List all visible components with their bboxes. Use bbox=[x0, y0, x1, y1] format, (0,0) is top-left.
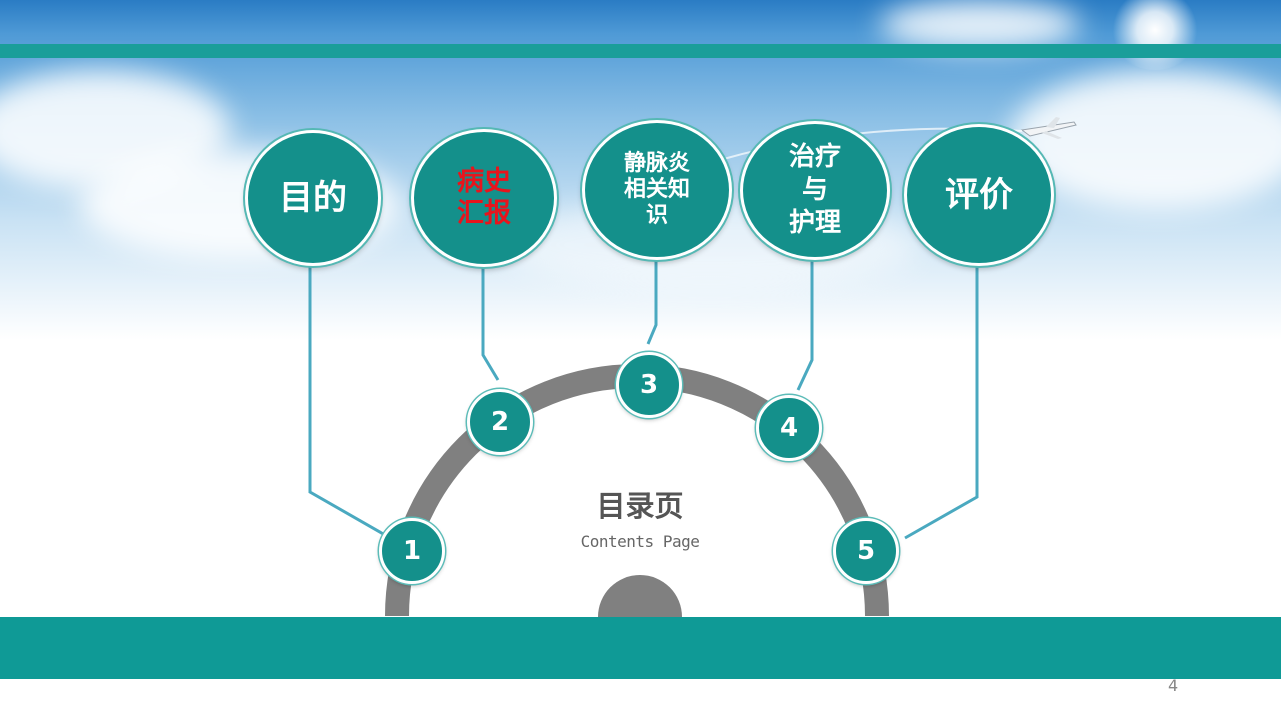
connector-line-5 bbox=[904, 263, 979, 540]
sun-glow-icon bbox=[1110, 0, 1200, 70]
topic-label-2: 病史 汇报 bbox=[457, 166, 511, 229]
page-title: 目录页 bbox=[596, 489, 684, 523]
step-node-1[interactable]: 1 bbox=[379, 518, 445, 584]
connector-line-3 bbox=[646, 257, 658, 345]
cloud bbox=[880, 0, 1080, 50]
page-subtitle: Contents Page bbox=[580, 532, 700, 551]
topic-bubble-1[interactable]: 目的 bbox=[245, 130, 381, 266]
connector-line-1 bbox=[308, 262, 386, 537]
connector-lines bbox=[308, 256, 979, 540]
topic-label-3: 静脉炎 相关知 识 bbox=[623, 151, 690, 228]
topic-label-4: 治疗 与 护理 bbox=[788, 142, 841, 238]
step-number-1: 1 bbox=[402, 536, 422, 566]
top-accent-bar bbox=[0, 44, 1281, 58]
topic-bubble-2[interactable]: 病史 汇报 bbox=[411, 129, 557, 267]
topic-label-5: 评价 bbox=[945, 175, 1013, 215]
step-node-3[interactable]: 3 bbox=[616, 352, 682, 418]
cloud bbox=[1010, 70, 1281, 210]
page-number: 4 bbox=[1168, 676, 1179, 695]
step-number-5: 5 bbox=[856, 536, 876, 566]
step-number-3: 3 bbox=[639, 370, 659, 400]
topic-label-1: 目的 bbox=[279, 178, 347, 218]
topic-bubble-3[interactable]: 静脉炎 相关知 识 bbox=[582, 120, 732, 260]
step-node-4[interactable]: 4 bbox=[756, 395, 822, 461]
step-number-4: 4 bbox=[779, 413, 799, 443]
connector-line-2 bbox=[481, 263, 500, 381]
step-node-2[interactable]: 2 bbox=[467, 389, 533, 455]
step-node-5[interactable]: 5 bbox=[833, 518, 899, 584]
center-dome bbox=[598, 575, 682, 617]
topic-bubble-4[interactable]: 治疗 与 护理 bbox=[740, 121, 890, 260]
topic-bubble-5[interactable]: 评价 bbox=[904, 124, 1054, 266]
step-number-2: 2 bbox=[490, 407, 510, 437]
connector-line-4 bbox=[796, 256, 814, 391]
bottom-accent-bar bbox=[0, 617, 1281, 679]
